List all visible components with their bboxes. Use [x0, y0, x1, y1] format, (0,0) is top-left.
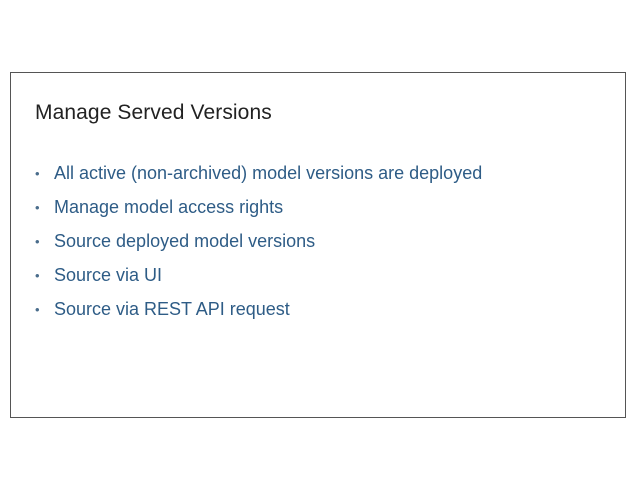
- bullet-item: • Source deployed model versions: [35, 224, 482, 258]
- bullet-list: • All active (non-archived) model versio…: [35, 156, 482, 326]
- bullet-icon: •: [35, 233, 40, 249]
- bullet-icon: •: [35, 199, 40, 215]
- bullet-icon: •: [35, 165, 40, 181]
- bullet-text: Source via REST API request: [54, 298, 290, 319]
- bullet-text: Manage model access rights: [54, 196, 284, 217]
- bullet-item: • Source via REST API request: [35, 292, 482, 326]
- bullet-text: All active (non-archived) model versions…: [54, 162, 483, 183]
- bullet-item: • All active (non-archived) model versio…: [35, 156, 482, 190]
- bullet-text: Source via UI: [54, 264, 163, 285]
- slide-title: Manage Served Versions: [35, 101, 272, 124]
- bullet-item: • Source via UI: [35, 258, 482, 292]
- slide-frame: Manage Served Versions • All active (non…: [10, 72, 626, 418]
- bullet-icon: •: [35, 267, 40, 283]
- bullet-icon: •: [35, 301, 40, 317]
- bullet-item: • Manage model access rights: [35, 190, 482, 224]
- bullet-text: Source deployed model versions: [54, 230, 316, 251]
